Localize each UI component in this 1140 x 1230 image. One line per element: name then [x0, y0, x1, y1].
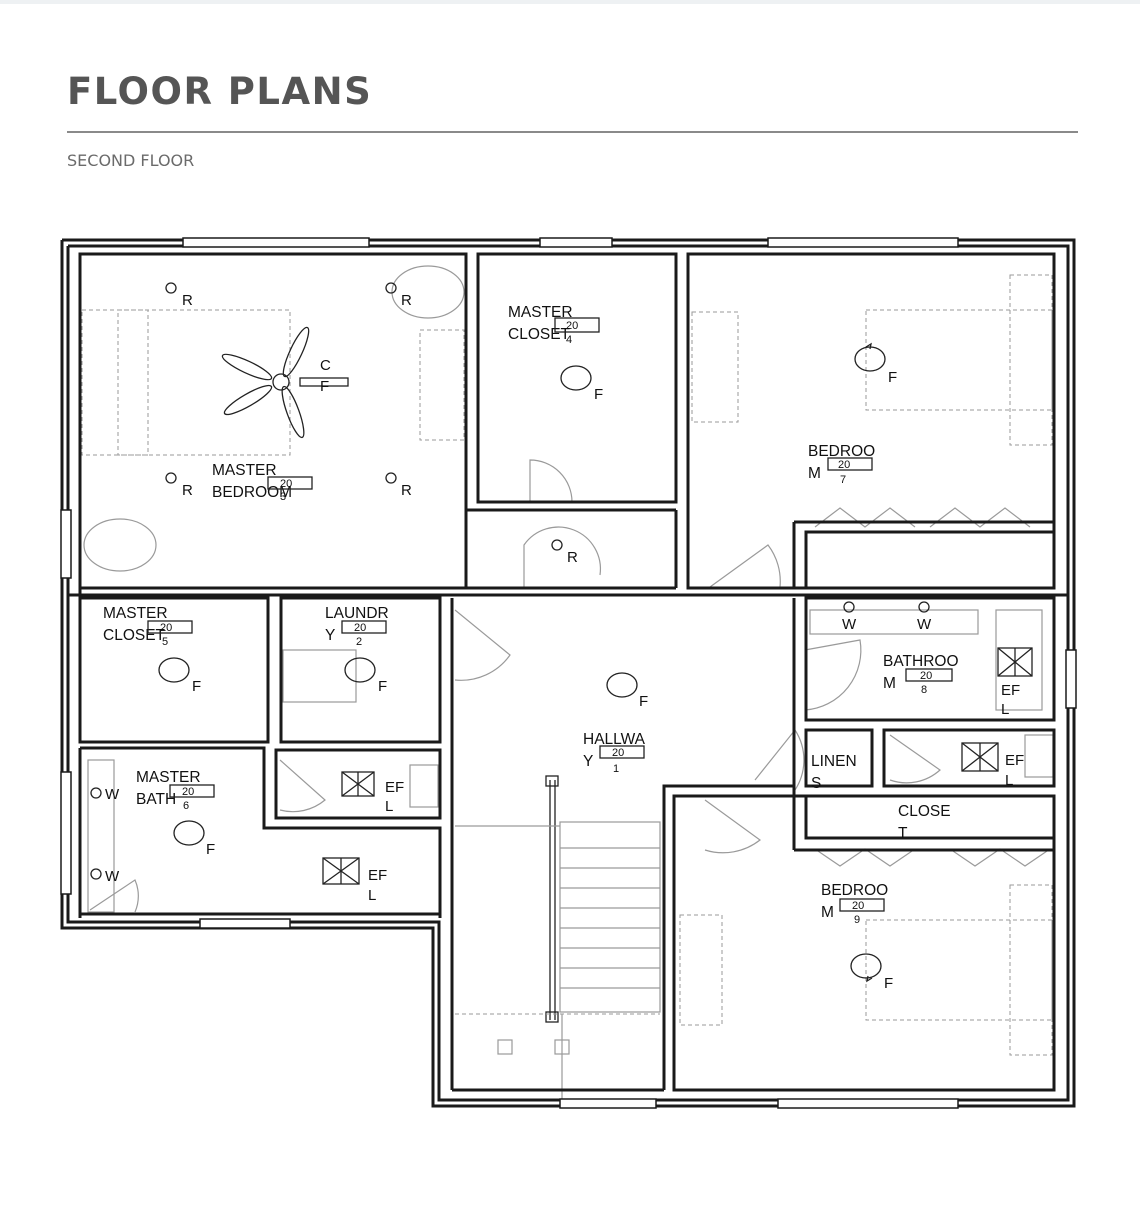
walls	[60, 238, 1076, 1108]
fixture-label: F	[884, 975, 893, 992]
room-number: 20	[160, 622, 172, 634]
room-label-line2: CLOSET	[508, 326, 571, 343]
recessed-lights: R R R R R	[165, 282, 578, 566]
room-number-sub: 4	[566, 334, 572, 346]
exhaust-fans: EF L EF L EF L EF L	[322, 647, 1033, 904]
room-number-sub: 1	[613, 763, 619, 775]
room-label-line1: MASTER	[212, 462, 277, 479]
room-linens: LINEN S	[811, 753, 857, 792]
ceiling-fixtures: F F F F F F F	[158, 342, 897, 992]
staircase	[455, 775, 661, 1100]
room-master-closet-left: MASTER CLOSET 20 5	[103, 605, 193, 648]
ceiling-fan-symbol: C F	[221, 326, 349, 439]
room-label-line1: HALLWA	[583, 731, 646, 748]
room-label-line2: BATH	[136, 791, 176, 808]
exhaust-fan-sub: L	[1005, 772, 1013, 789]
room-label-line1: BEDROO	[821, 882, 888, 899]
room-master-bath: MASTER BATH 20 6	[136, 769, 215, 812]
page-title: FLOOR PLANS	[67, 70, 373, 113]
fixture-label: F	[378, 678, 387, 695]
room-number-sub: 6	[183, 800, 189, 812]
room-label-line2: Y	[583, 753, 593, 770]
recessed-label: R	[567, 549, 578, 566]
room-master-bedroom: MASTER BEDROOM 20 3	[212, 462, 313, 503]
fixture-label: F	[206, 841, 215, 858]
room-label-line1: BATHROO	[883, 653, 959, 670]
room-label-line2: CLOSET	[103, 627, 166, 644]
room-number: 20	[354, 622, 366, 634]
room-label-line2: T	[898, 825, 908, 842]
ceiling-fan-c: C	[320, 357, 331, 374]
room-bathroom: BATHROO M 20 8	[883, 653, 959, 696]
floor-subtitle: SECOND FLOOR	[67, 151, 195, 170]
room-label-line2: BEDROOM	[212, 484, 292, 501]
door-swings	[89, 459, 941, 913]
room-label-line2: S	[811, 775, 821, 792]
room-number-sub: 9	[854, 914, 860, 926]
title-rule	[67, 131, 1078, 133]
wall-light-label: W	[917, 616, 932, 633]
exhaust-fan-sub: L	[368, 887, 376, 904]
room-label-line2: Y	[325, 627, 335, 644]
room-label-line1: CLOSE	[898, 803, 951, 820]
ceiling-fan-f: F	[320, 378, 329, 395]
top-edge-line	[0, 0, 1140, 4]
room-master-closet-top: MASTER CLOSET 20 4	[508, 304, 600, 346]
room-number: 20	[920, 670, 932, 682]
room-label-line1: MASTER	[508, 304, 573, 321]
fixture-label: F	[639, 693, 648, 710]
wall-lights: W W W W	[90, 601, 932, 885]
room-number-sub: 2	[356, 636, 362, 648]
room-label-line1: MASTER	[136, 769, 201, 786]
room-number: 20	[182, 786, 194, 798]
room-bedroom-7: BEDROO M 20 7	[808, 443, 875, 486]
wall-light-label: W	[842, 616, 857, 633]
room-number-sub: 8	[921, 684, 927, 696]
room-number: 20	[838, 459, 850, 471]
fixture-label: F	[888, 369, 897, 386]
recessed-label: R	[182, 292, 193, 309]
exhaust-fan-sub: L	[1001, 701, 1009, 718]
wall-light-label: W	[105, 868, 120, 885]
recessed-label: R	[401, 482, 412, 499]
exhaust-fan-sub: L	[385, 798, 393, 815]
exhaust-fan-label: EF	[368, 867, 387, 884]
room-number: 20	[852, 900, 864, 912]
exhaust-fan-label: EF	[1005, 752, 1024, 769]
room-laundry: LAUNDR Y 20 2	[325, 605, 389, 648]
room-label-line1: BEDROO	[808, 443, 875, 460]
room-number-sub: 5	[162, 636, 168, 648]
room-label-line1: LAUNDR	[325, 605, 389, 622]
room-number: 20	[566, 320, 578, 332]
room-label-line2: M	[883, 675, 896, 692]
room-label-line2: M	[821, 904, 834, 921]
room-label-line2: M	[808, 465, 821, 482]
windows	[60, 237, 1077, 1109]
exhaust-fan-label: EF	[1001, 682, 1020, 699]
recessed-label: R	[182, 482, 193, 499]
room-label-line1: LINEN	[811, 753, 857, 770]
room-bedroom-9: BEDROO M 20 9	[821, 882, 888, 926]
room-number-sub: 3	[280, 491, 286, 503]
room-label-line1: MASTER	[103, 605, 168, 622]
room-number: 20	[280, 478, 292, 490]
recessed-label: R	[401, 292, 412, 309]
exhaust-fan-label: EF	[385, 779, 404, 796]
room-hallway: HALLWA Y 20 1	[583, 731, 646, 775]
room-number-sub: 7	[840, 474, 846, 486]
fixture-label: F	[594, 386, 603, 403]
fixture-label: F	[192, 678, 201, 695]
room-closet: CLOSE T	[898, 803, 951, 842]
wall-light-label: W	[105, 786, 120, 803]
furniture-outlines	[81, 265, 1054, 1056]
room-number: 20	[612, 747, 624, 759]
